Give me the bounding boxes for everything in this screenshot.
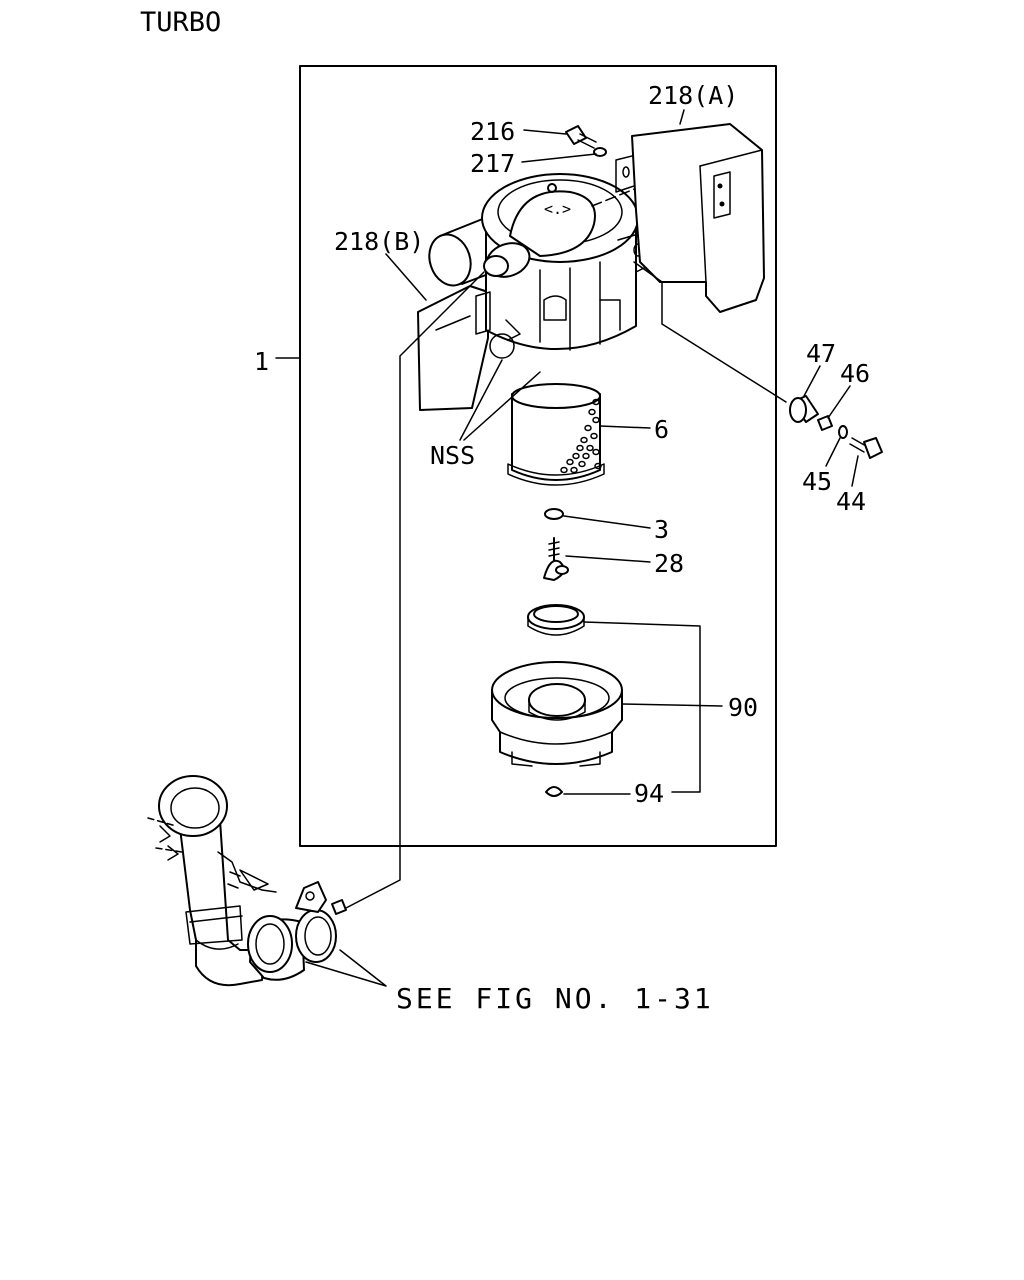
rubber-mount-47 [789, 395, 819, 423]
label-94: 94 [634, 779, 664, 808]
side-duct-218b [417, 285, 489, 411]
label-46: 46 [840, 359, 870, 388]
leader-lines [275, 109, 859, 987]
label-47: 47 [806, 339, 836, 368]
cover-218a [631, 123, 765, 313]
perforation-hole [580, 436, 588, 444]
filter-element-6 [507, 383, 605, 486]
perforation-hole [576, 444, 584, 452]
perforation-hole [592, 398, 600, 406]
seal-ring-90 [527, 604, 585, 636]
valve-94 [545, 786, 563, 797]
label-6: 6 [654, 415, 669, 444]
label-217: 217 [470, 149, 515, 178]
perforation-hole [586, 444, 594, 452]
assembly-frame [299, 65, 777, 847]
callout-labels: 218(A) 216 217 218(B) 1 NSS 6 3 28 90 94… [254, 81, 870, 808]
perforation-hole [578, 460, 586, 468]
label-90: 90 [728, 693, 758, 722]
dust-cup-90 [491, 661, 623, 767]
label-1: 1 [254, 347, 269, 376]
air-cleaner-housing: <.> [417, 153, 653, 411]
collar-46 [817, 415, 833, 431]
intake-pipe [147, 775, 347, 987]
perforation-hole [582, 452, 590, 460]
gasket-3 [544, 508, 564, 520]
diagram-title: TURBO [140, 7, 221, 38]
perforation-hole [592, 416, 600, 424]
bolt-44 [849, 437, 883, 459]
perforation-hole [594, 462, 602, 470]
label-216: 216 [470, 117, 515, 146]
perforation-hole [590, 432, 598, 440]
see-fig-reference: SEE FIG NO. 1-31 [396, 982, 714, 1015]
label-45: 45 [802, 467, 832, 496]
label-3: 3 [654, 515, 669, 544]
perforation-hole [572, 452, 580, 460]
perforation-hole [588, 408, 596, 416]
svg-text:<.>: <.> [544, 200, 571, 218]
wing-bolt-28 [543, 537, 569, 581]
bolt-216 [565, 125, 597, 149]
perforation-hole [570, 466, 578, 474]
label-nss: NSS [430, 441, 475, 470]
label-28: 28 [654, 549, 684, 578]
washer-45 [838, 425, 848, 439]
label-218b: 218(B) [334, 227, 424, 256]
washer-217 [593, 147, 607, 157]
label-218a: 218(A) [648, 81, 738, 110]
label-44: 44 [836, 487, 866, 516]
perforation-hole [566, 458, 574, 466]
perforation-hole [560, 466, 568, 474]
perforation-hole [584, 424, 592, 432]
perforation-hole [592, 448, 600, 456]
